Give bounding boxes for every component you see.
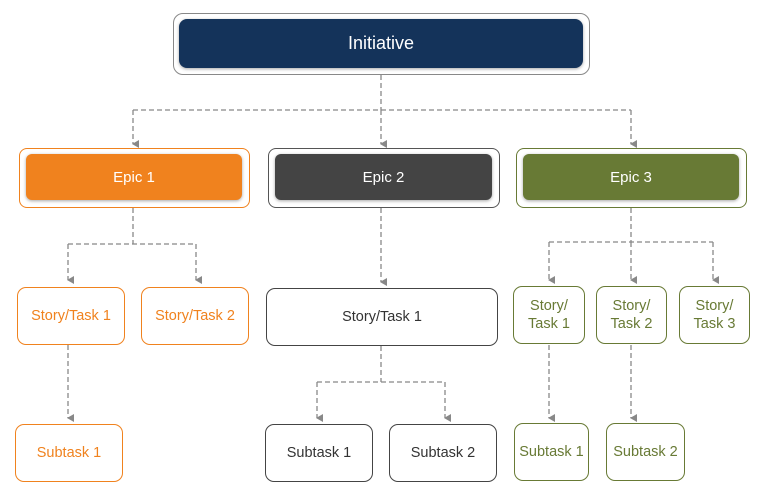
initiative-frame: Initiative (173, 13, 590, 75)
epic-1-node[interactable]: Epic 1 (26, 154, 242, 200)
epic-3-story-2-label: Story/ Task 2 (610, 297, 653, 332)
epic-1-subtask-1-label: Subtask 1 (36, 444, 102, 461)
epic-2-subtask-1-label: Subtask 1 (286, 444, 352, 461)
epic-2-node[interactable]: Epic 2 (275, 154, 492, 200)
epic-3-story-3-label: Story/ Task 3 (693, 297, 736, 332)
epic-2-subtask-2[interactable]: Subtask 2 (389, 424, 497, 482)
epic-3-subtask-2-label: Subtask 2 (613, 443, 678, 460)
epic-1-subtask-1[interactable]: Subtask 1 (15, 424, 123, 482)
epic-3-label: Epic 3 (610, 168, 652, 186)
epic-1-frame: Epic 1 (19, 148, 250, 208)
epic-3-subtask-1[interactable]: Subtask 1 (514, 423, 589, 481)
epic-3-frame: Epic 3 (516, 148, 747, 208)
epic-2-subtask-1[interactable]: Subtask 1 (265, 424, 373, 482)
epic-3-subtask-1-label: Subtask 1 (519, 443, 584, 460)
epic-2-story-1-label: Story/Task 1 (342, 308, 422, 325)
initiative-node[interactable]: Initiative (179, 19, 583, 68)
epic-3-story-2[interactable]: Story/ Task 2 (596, 286, 667, 344)
epic-3-story-3[interactable]: Story/ Task 3 (679, 286, 750, 344)
epic-3-subtask-2[interactable]: Subtask 2 (606, 423, 685, 481)
epic-2-frame: Epic 2 (268, 148, 500, 208)
epic-1-story-1-label: Story/Task 1 (31, 307, 111, 324)
epic-3-story-1-label: Story/ Task 1 (528, 297, 570, 332)
epic-3-node[interactable]: Epic 3 (523, 154, 739, 200)
epic-2-story-1[interactable]: Story/Task 1 (266, 288, 498, 346)
epic-1-story-1[interactable]: Story/Task 1 (17, 287, 125, 345)
epic-1-label: Epic 1 (113, 168, 155, 186)
epic-3-story-1[interactable]: Story/ Task 1 (513, 286, 585, 344)
epic-1-story-2-label: Story/Task 2 (155, 307, 235, 324)
epic-2-label: Epic 2 (362, 168, 405, 186)
initiative-label: Initiative (347, 33, 415, 53)
epic-1-story-2[interactable]: Story/Task 2 (141, 287, 249, 345)
epic-2-subtask-2-label: Subtask 2 (410, 444, 476, 461)
